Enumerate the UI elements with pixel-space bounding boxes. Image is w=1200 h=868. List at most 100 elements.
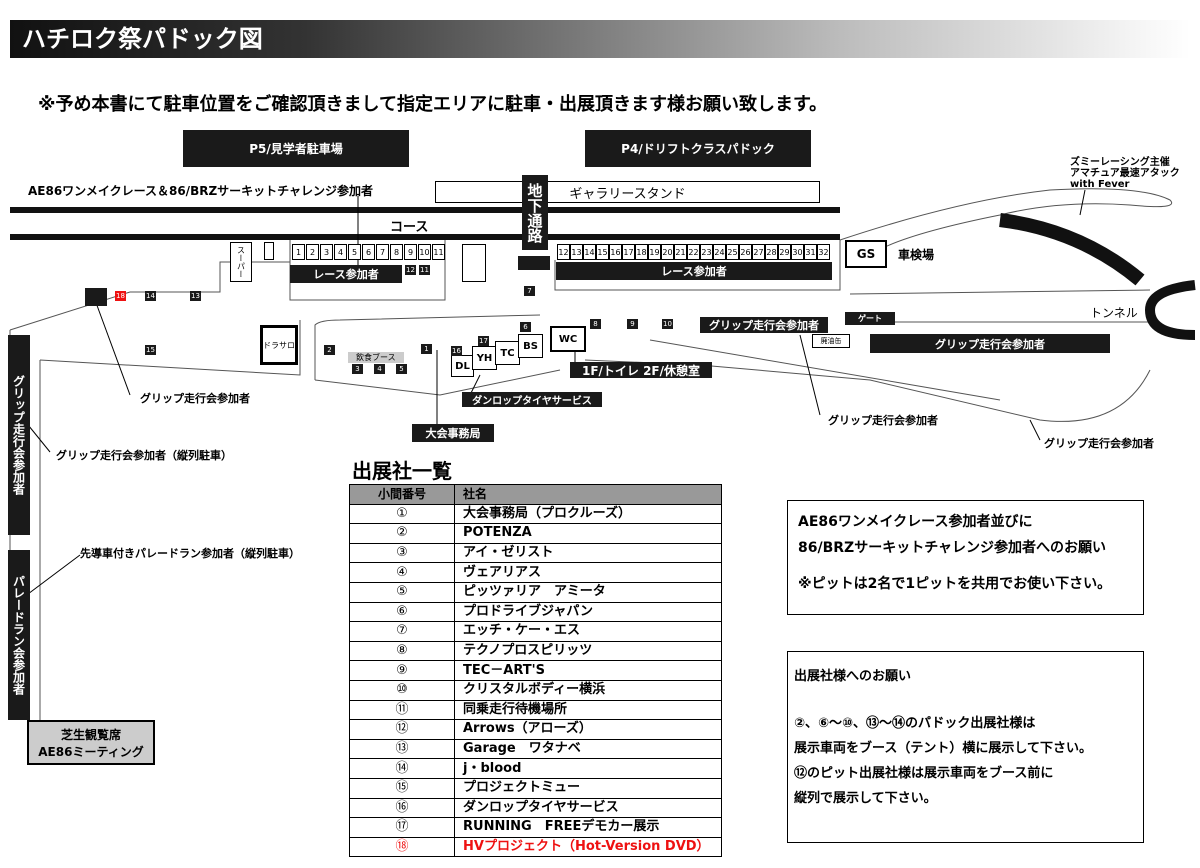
booth-9: 9 <box>627 319 638 329</box>
pit-27[interactable]: 27 <box>752 244 765 260</box>
notice-box-ae86-line3: ※ピットは2名で1ピットを共用でお使い下さい。 <box>798 576 1112 592</box>
gate: ゲート <box>845 312 895 325</box>
pit-26[interactable]: 26 <box>739 244 752 260</box>
entrance-block <box>518 256 550 270</box>
grip-participants-top: グリップ走行会参加者 <box>700 317 828 333</box>
pit-2[interactable]: 2 <box>306 244 319 260</box>
pit-15[interactable]: 15 <box>596 244 609 260</box>
pit-29[interactable]: 29 <box>778 244 791 260</box>
pit-13[interactable]: 13 <box>570 244 583 260</box>
building-center <box>462 244 486 282</box>
booth-5: 5 <box>396 364 407 374</box>
exhibitor-heading: 出展社一覧 <box>352 459 452 483</box>
pit-11[interactable]: 11 <box>432 244 445 260</box>
title-bar <box>10 20 1190 58</box>
tournament-hq: 大会事務局 <box>412 424 494 442</box>
pit-23[interactable]: 23 <box>700 244 713 260</box>
notice-box-exhibitors-line2: ②、⑥～⑩、⑬～⑭のパドック出展社様は <box>794 716 1036 731</box>
booth-dl: DL <box>451 355 474 377</box>
pit-25[interactable]: 25 <box>726 244 739 260</box>
booth-4: 4 <box>374 364 385 374</box>
pit-4[interactable]: 4 <box>334 244 347 260</box>
booth-bs: BS <box>518 334 543 358</box>
pit-18[interactable]: 18 <box>635 244 648 260</box>
pit-12[interactable]: 12 <box>557 244 570 260</box>
parade-vertical-block: パレードラン会参加者 <box>8 550 30 720</box>
course-label: コース <box>390 220 429 235</box>
gs-station: GS <box>845 240 887 268</box>
booth-11: 11 <box>419 265 430 275</box>
booth-6: 6 <box>520 322 531 332</box>
pit-9[interactable]: 9 <box>404 244 417 260</box>
pit-16[interactable]: 16 <box>609 244 622 260</box>
booth-3: 3 <box>352 364 363 374</box>
dorasaro-booth: ドラサロ <box>260 325 298 365</box>
lawn-seating: 芝生観覧席 AE86ミーティング <box>27 720 155 765</box>
pit-22[interactable]: 22 <box>687 244 700 260</box>
super-booth: スーパー <box>230 242 252 282</box>
pit-3[interactable]: 3 <box>320 244 333 260</box>
notice-box-exhibitors: 出展社様へのお願い ②、⑥～⑩、⑬～⑭のパドック出展社様は 展示車両をブース（テ… <box>787 651 1144 843</box>
pit-24[interactable]: 24 <box>713 244 726 260</box>
pit-28[interactable]: 28 <box>765 244 778 260</box>
p5-parking: P5/見学者駐車場 <box>183 130 409 167</box>
grip-label-middle: グリップ走行会参加者 <box>828 414 938 427</box>
race-participants-left: レース参加者 <box>290 265 402 283</box>
pit-6[interactable]: 6 <box>362 244 375 260</box>
booth-tc: TC <box>495 341 520 365</box>
black-block-left <box>85 288 107 306</box>
booth-12: 12 <box>405 265 416 275</box>
pit-31[interactable]: 31 <box>804 244 817 260</box>
notice-box-ae86-line2: 86/BRZサーキットチャレンジ参加者へのお願い <box>798 540 1107 556</box>
booth-yh: YH <box>472 346 497 370</box>
pit-8[interactable]: 8 <box>390 244 403 260</box>
pit-30[interactable]: 30 <box>791 244 804 260</box>
wc-floor-label: 1F/トイレ 2F/休憩室 <box>570 362 712 378</box>
pit-17[interactable]: 17 <box>622 244 635 260</box>
col-name-header: 社名 <box>454 484 722 505</box>
booth-10: 10 <box>662 319 673 329</box>
tunnel-label: トンネル <box>1090 306 1138 320</box>
pit-32[interactable]: 32 <box>817 244 830 260</box>
parade-lined-label: 先導車付きパレードラン参加者（縦列駐車） <box>80 547 300 560</box>
race-participants-right: レース参加者 <box>556 262 832 280</box>
p4-drift-paddock: P4/ドリフトクラスパドック <box>585 130 811 167</box>
inspection-label: 車検場 <box>898 248 935 262</box>
booth-15: 15 <box>145 345 156 355</box>
notice-box-ae86-line1: AE86ワンメイクレース参加者並びに <box>798 514 1033 530</box>
pit-5[interactable]: 5 <box>348 244 361 260</box>
food-booth-label: 飲食ブース <box>348 352 404 363</box>
grip-lined-label: グリップ走行会参加者（縦列駐車） <box>56 449 232 462</box>
pit-14[interactable]: 14 <box>583 244 596 260</box>
grip-label-left: グリップ走行会参加者 <box>140 392 250 405</box>
gallery-stand: ギャラリースタンド <box>435 181 820 203</box>
notice-box-exhibitors-line3: 展示車両をブース（テント）横に展示して下さい。 <box>794 741 1092 756</box>
notice-text: ※予め本書にて駐車位置をご確認頂きまして指定エリアに駐車・出展頂きます様お願い致… <box>38 94 828 115</box>
pit-1[interactable]: 1 <box>292 244 305 260</box>
col-no-header: 小間番号 <box>349 484 455 505</box>
pit-20[interactable]: 20 <box>661 244 674 260</box>
notice-box-exhibitors-line4: ⑫のピット出展社様は展示車両をブース前に <box>794 766 1054 781</box>
booth-8: 8 <box>590 319 601 329</box>
pit-7[interactable]: 7 <box>376 244 389 260</box>
pit-10[interactable]: 10 <box>418 244 431 260</box>
pit-19[interactable]: 19 <box>648 244 661 260</box>
pit-21[interactable]: 21 <box>674 244 687 260</box>
dunlop-tire-service: ダンロップタイヤサービス <box>462 392 602 407</box>
waste-oil-can: 廃油缶 <box>812 334 850 348</box>
